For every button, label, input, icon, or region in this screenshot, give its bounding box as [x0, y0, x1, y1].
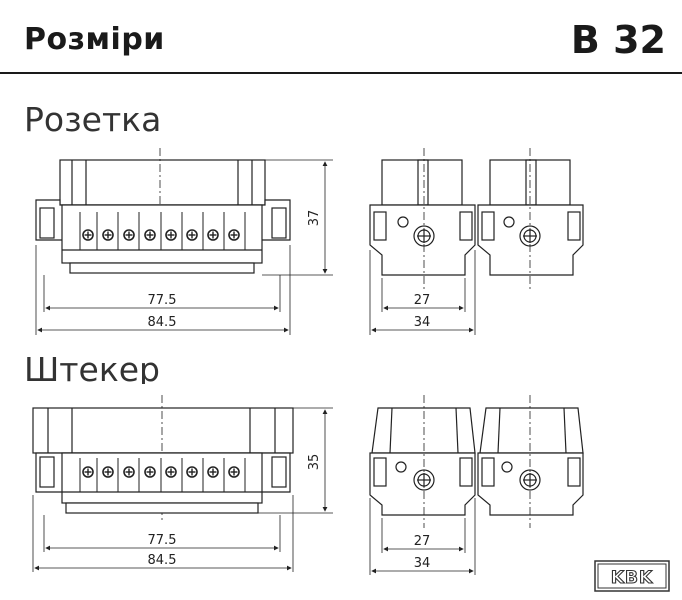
page-title: Розміри [24, 22, 165, 57]
plug-front-dimensions [369, 498, 476, 575]
socket-height-label: 37 [307, 210, 322, 227]
socket-side-dimensions [35, 159, 333, 335]
socket-front-view [369, 148, 584, 290]
plug-side-dimensions [32, 407, 333, 572]
socket-front-dimensions [369, 250, 476, 335]
product-code: B 32 [570, 18, 666, 62]
section-label-socket: Розетка [24, 100, 162, 139]
kbk-logo: KBK [594, 560, 670, 592]
plug-outer-width-label: 84.5 [148, 553, 177, 568]
socket-outer-width-label: 84.5 [148, 315, 177, 330]
plug-front-outer-label: 34 [414, 556, 431, 571]
plug-front-inner-label: 27 [414, 534, 431, 549]
header-divider [0, 72, 682, 74]
socket-side-view [35, 148, 291, 274]
plug-inner-width-label: 77.5 [148, 533, 177, 548]
plug-front-view [369, 395, 584, 528]
plug-height-label: 35 [307, 454, 322, 471]
kbk-logo-text: KBK [611, 568, 653, 588]
socket-front-outer-label: 34 [414, 315, 431, 330]
socket-inner-width-label: 77.5 [148, 293, 177, 308]
plug-side-view [32, 395, 294, 520]
socket-front-inner-label: 27 [414, 293, 431, 308]
section-label-plug: Штекер [24, 350, 160, 384]
